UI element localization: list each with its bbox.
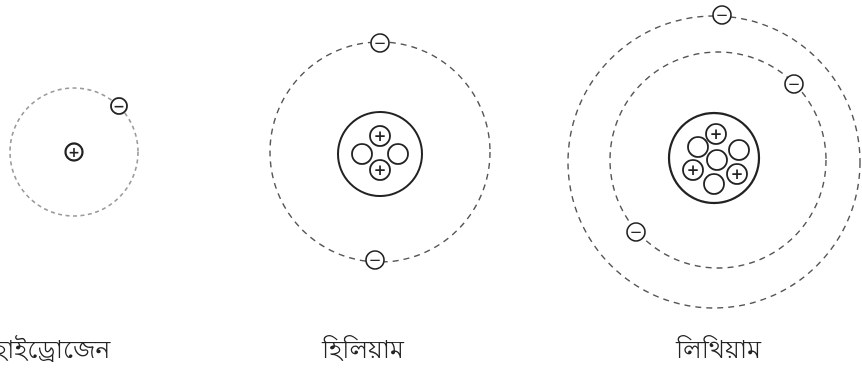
electron: − bbox=[713, 6, 731, 24]
neutron bbox=[688, 137, 708, 157]
proton-sign: + bbox=[374, 161, 387, 179]
proton-sign: + bbox=[710, 125, 723, 143]
hydrogen-label: হাইড্রোজেন bbox=[0, 330, 110, 373]
proton: + bbox=[683, 160, 703, 180]
neutron bbox=[704, 174, 724, 194]
electron: − bbox=[111, 98, 127, 115]
electron-sign: − bbox=[374, 34, 387, 52]
helium-nucleus: + + bbox=[352, 126, 408, 180]
lithium-nucleus: + + + bbox=[683, 124, 749, 194]
electron-sign: − bbox=[788, 75, 801, 93]
electron: − bbox=[371, 34, 389, 52]
hydrogen-atom: + − bbox=[10, 88, 138, 216]
proton-sign: + bbox=[687, 161, 700, 179]
proton: + bbox=[370, 126, 390, 146]
electron: − bbox=[627, 223, 645, 241]
proton-sign: + bbox=[68, 145, 80, 161]
hydrogen-nucleus: + bbox=[66, 144, 83, 162]
electron-sign: − bbox=[369, 251, 382, 269]
neutron bbox=[352, 144, 372, 164]
neutron bbox=[388, 144, 408, 164]
helium-nucleus-boundary bbox=[338, 112, 422, 196]
electron: − bbox=[366, 251, 384, 269]
lithium-atom: + + + − − − bbox=[568, 6, 860, 308]
electron-sign: − bbox=[630, 223, 643, 241]
neutron bbox=[707, 150, 727, 170]
helium-orbit bbox=[270, 42, 490, 262]
proton-sign: + bbox=[731, 165, 744, 183]
helium-label: হিলিয়াম bbox=[322, 330, 404, 373]
helium-atom: + + − − bbox=[270, 34, 490, 269]
electron-sign: − bbox=[716, 6, 729, 24]
electron: − bbox=[785, 75, 803, 93]
proton: + bbox=[370, 160, 390, 180]
proton-sign: + bbox=[374, 127, 387, 145]
electron-sign: − bbox=[113, 99, 125, 115]
proton: + bbox=[727, 164, 747, 184]
neutron bbox=[729, 140, 749, 160]
proton: + bbox=[706, 124, 726, 144]
lithium-label: লিথিয়াম bbox=[676, 330, 761, 373]
